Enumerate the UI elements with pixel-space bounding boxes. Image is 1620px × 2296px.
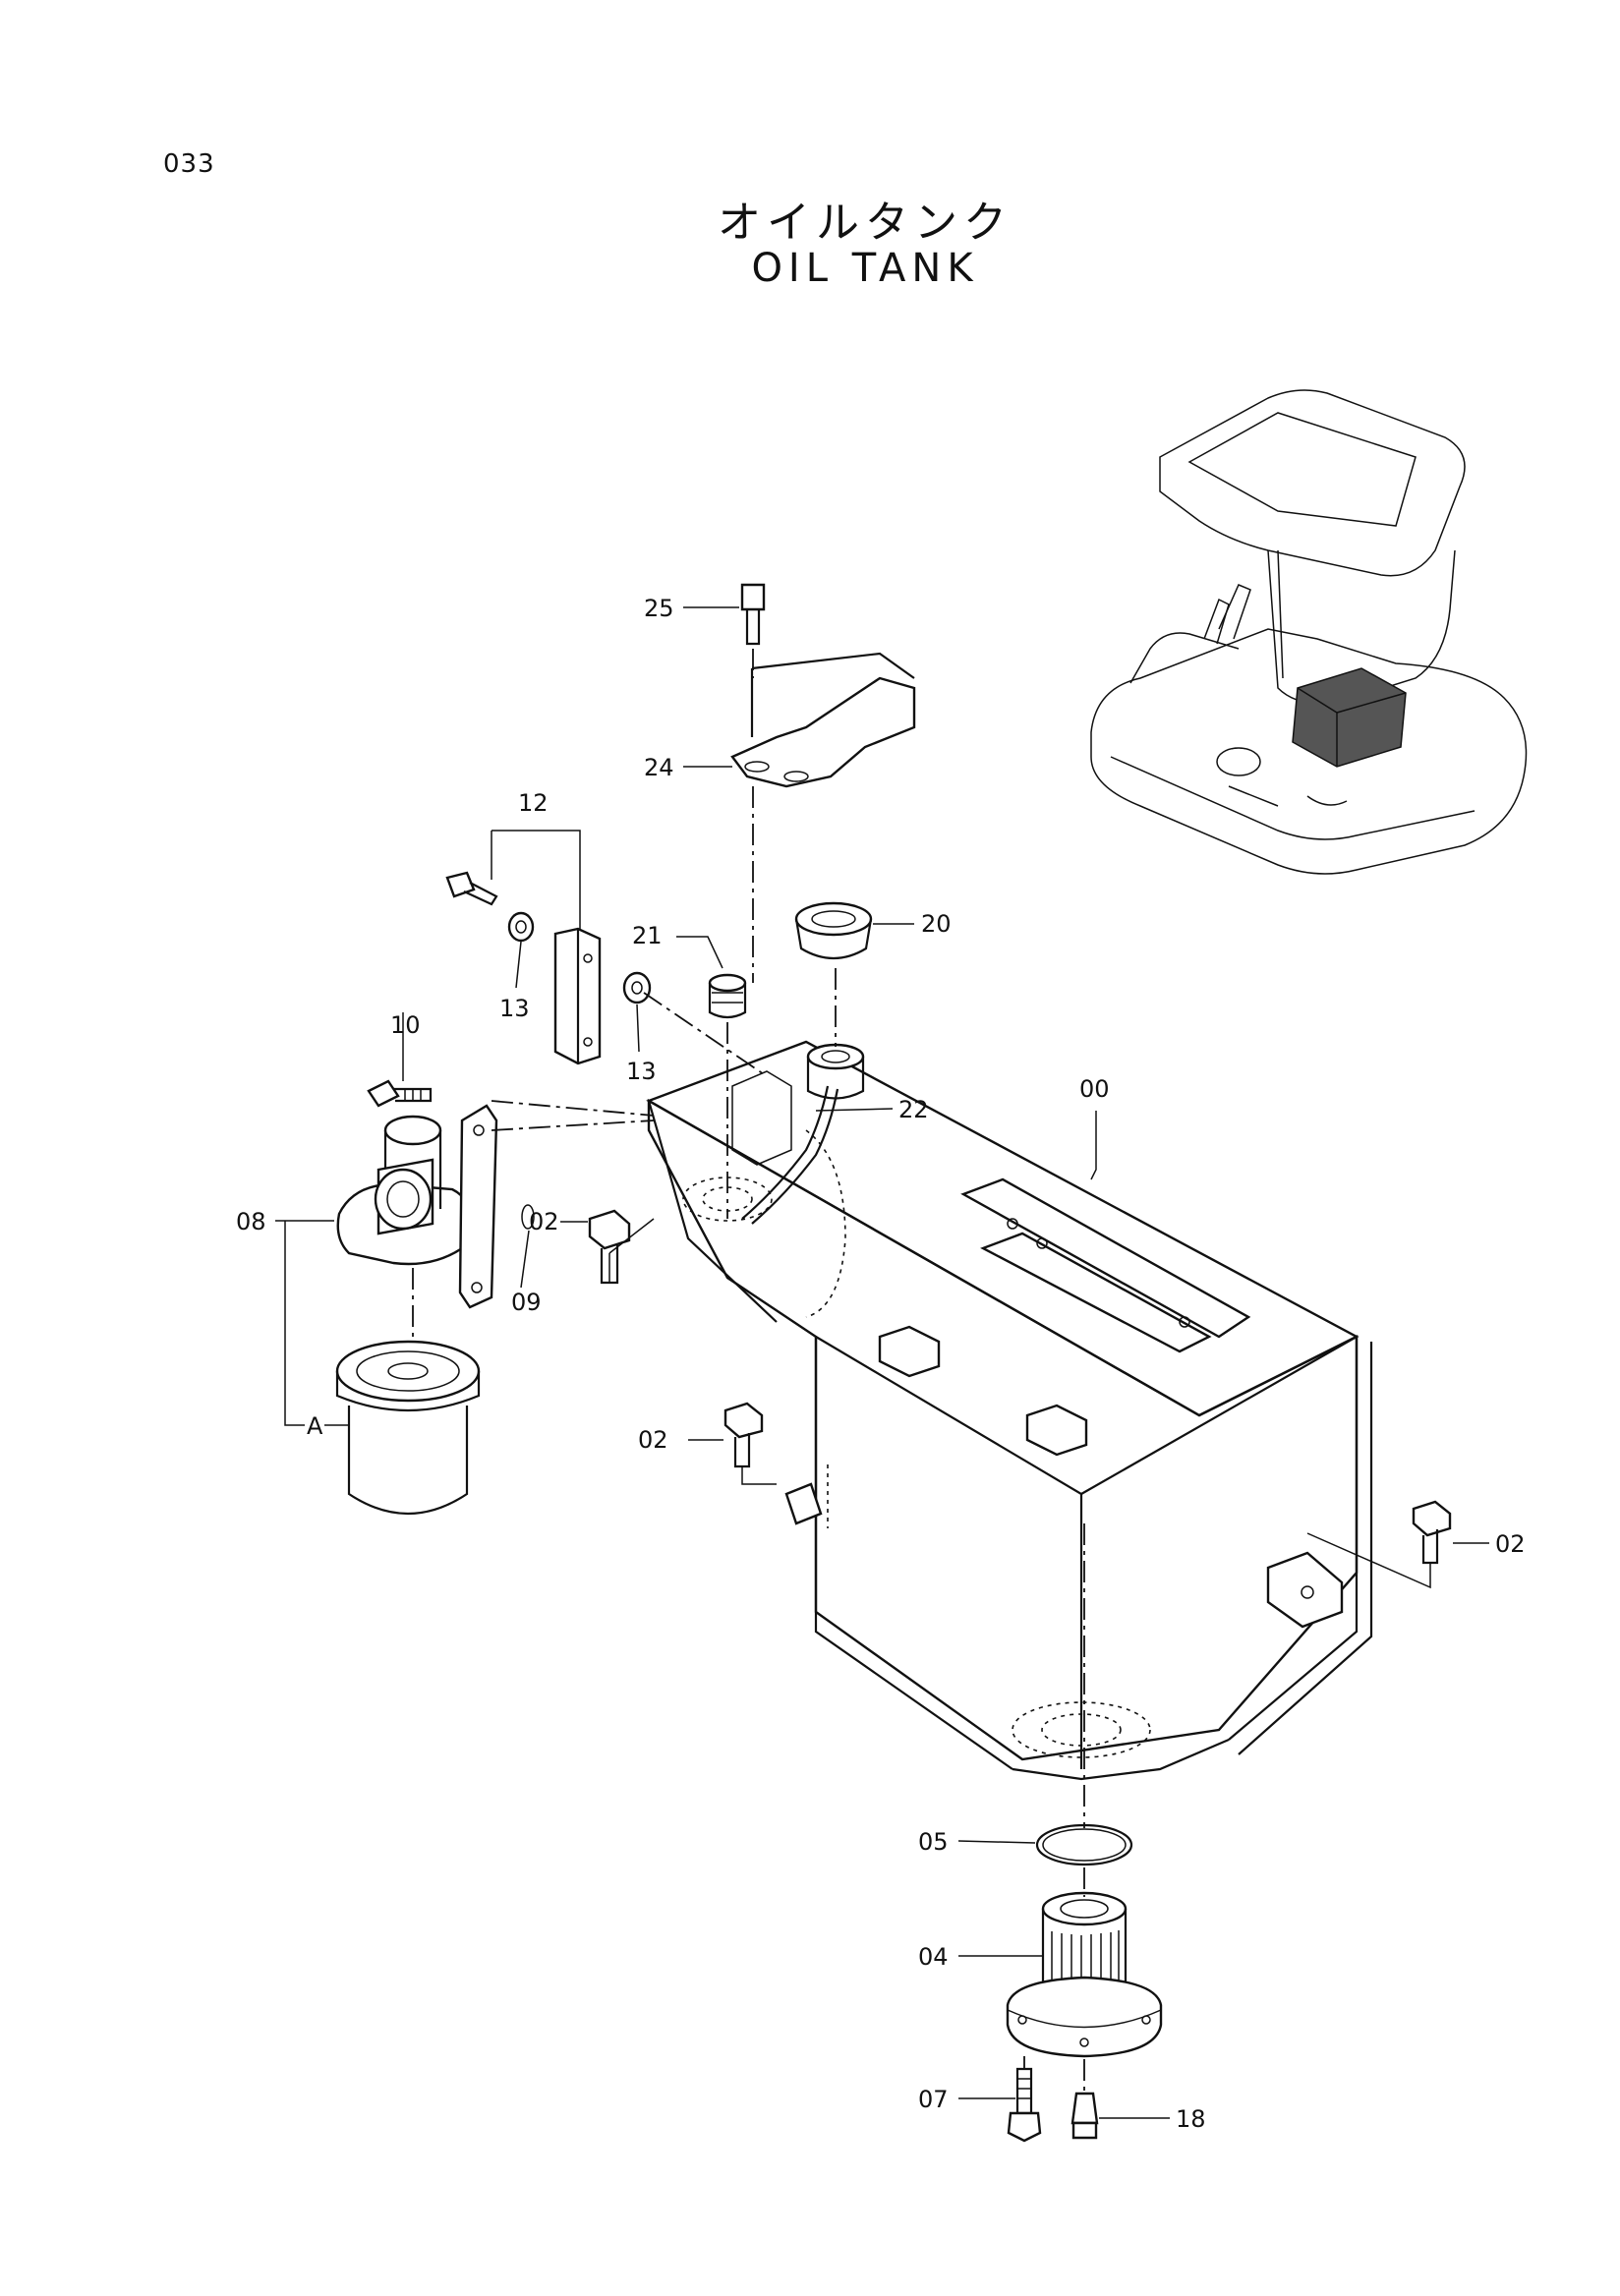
callout-04: 04 [918, 1943, 949, 1971]
callout-18: 18 [1176, 2105, 1206, 2133]
callout-12: 12 [518, 789, 549, 817]
callout-08: 08 [236, 1208, 266, 1235]
bolt-02-middle [723, 1402, 764, 1468]
assembly-center-lines [412, 649, 1431, 2094]
callout-24: 24 [644, 754, 674, 781]
callout-02-upper: 02 [529, 1208, 559, 1235]
callout-05: 05 [918, 1828, 949, 1856]
callout-00: 00 [1079, 1075, 1110, 1103]
page-number: 033 [163, 149, 215, 179]
machine-locator-illustration [1090, 389, 1528, 875]
callout-22: 22 [898, 1096, 929, 1123]
diagram-title-english: OIL TANK [751, 246, 979, 291]
callout-21: 21 [632, 922, 663, 949]
callout-13-lower: 13 [626, 1058, 657, 1085]
callout-07: 07 [918, 2086, 949, 2113]
filler-cap [794, 901, 873, 959]
bolt-07 [1007, 2067, 1042, 2143]
oil-tank-body [646, 1040, 1373, 1781]
breather-hose [741, 1085, 839, 1225]
filter-head-assembly [336, 1079, 535, 1309]
callout-10: 10 [390, 1011, 421, 1039]
drain-plug-18 [1070, 2092, 1099, 2140]
suction-strainer [1006, 1891, 1163, 2058]
filter-cartridge [335, 1340, 481, 1516]
callout-20: 20 [921, 910, 952, 938]
callout-09: 09 [511, 1289, 542, 1316]
callout-02-middle: 02 [638, 1426, 668, 1454]
breather-element [708, 973, 747, 1019]
callout-leader-lines [275, 606, 1489, 2119]
callout-25: 25 [644, 595, 674, 622]
callout-A: A [307, 1412, 323, 1440]
mounting-bracket-assembly [445, 830, 652, 1065]
diagram-title-japanese: オイルタンク [718, 198, 1012, 248]
bolt-02-right [1412, 1500, 1452, 1565]
callout-13-upper: 13 [499, 995, 530, 1022]
callout-02-right: 02 [1495, 1530, 1526, 1558]
bolt-02-upper [588, 1209, 631, 1285]
cover-plate-assembly [730, 583, 916, 788]
o-ring [1035, 1823, 1133, 1866]
